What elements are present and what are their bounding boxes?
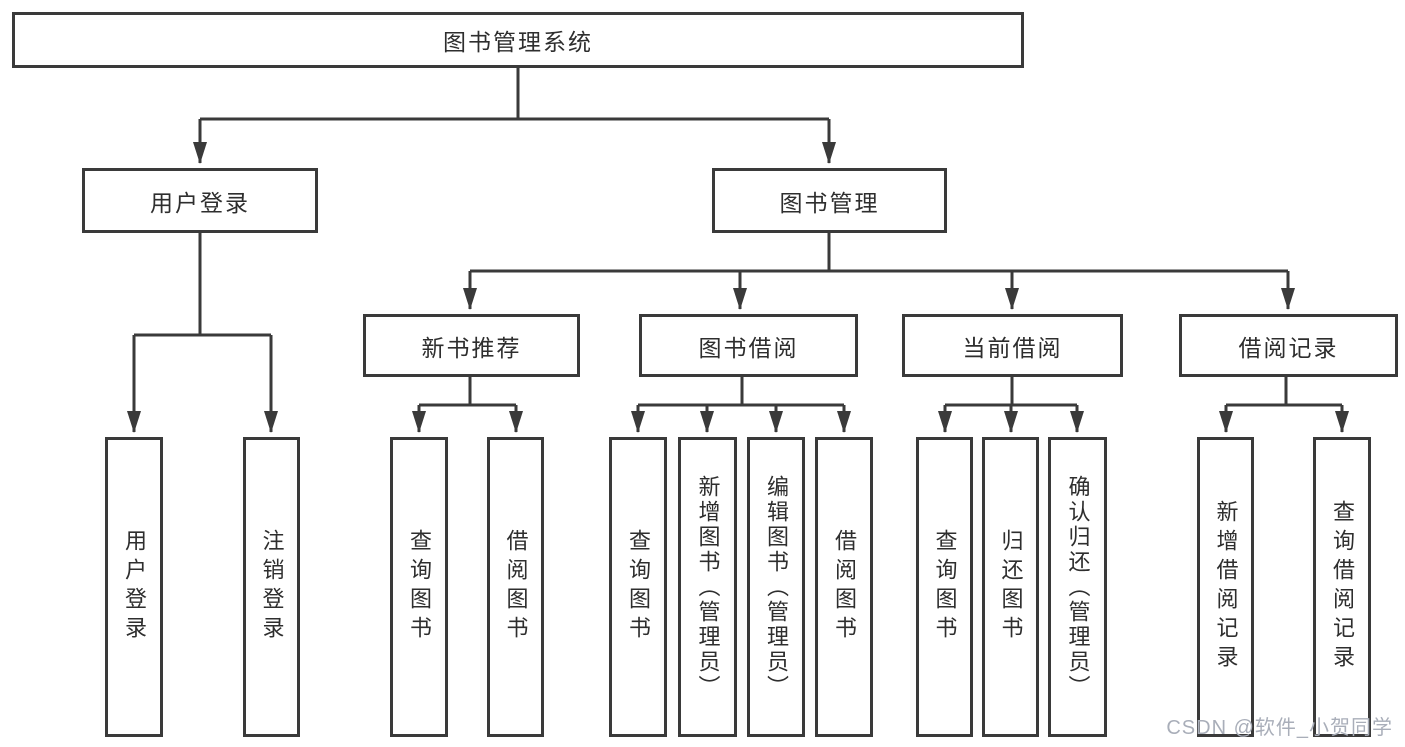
node-borrow-records-label: 借阅记录: [1238, 334, 1339, 361]
node-book-management-label: 图书管理: [779, 189, 880, 216]
leaf-user-login: 用户登录: [105, 437, 163, 737]
leaf-borrow-books-recommend-label: 借阅图书: [503, 529, 529, 645]
watermark: CSDN @软件_小贺同学: [1166, 717, 1393, 739]
leaf-borrow-books-label: 借阅图书: [832, 529, 857, 645]
node-book-borrow: 图书借阅: [639, 314, 858, 377]
node-user-login: 用户登录: [82, 168, 318, 233]
leaf-confirm-return-admin-label: 确认归还（管理员）: [1065, 474, 1091, 700]
leaf-query-books-current-label: 查询图书: [932, 529, 958, 645]
leaf-logout: 注销登录: [243, 437, 300, 737]
leaf-add-book-admin: 新增图书（管理员）: [678, 437, 737, 737]
node-current-borrow-label: 当前借阅: [962, 334, 1063, 361]
node-new-book-recommend-label: 新书推荐: [421, 334, 522, 361]
leaf-query-books-borrow: 查询图书: [609, 437, 667, 737]
node-user-login-label: 用户登录: [150, 189, 250, 216]
node-current-borrow: 当前借阅: [902, 314, 1123, 377]
leaf-add-borrow-record-label: 新增借阅记录: [1213, 500, 1239, 674]
node-borrow-records: 借阅记录: [1179, 314, 1398, 377]
leaf-query-books-current: 查询图书: [916, 437, 973, 737]
leaf-edit-book-admin-label: 编辑图书（管理员）: [764, 474, 789, 700]
leaf-edit-book-admin: 编辑图书（管理员）: [747, 437, 805, 737]
leaf-add-borrow-record: 新增借阅记录: [1197, 437, 1254, 737]
leaf-return-books-label: 归还图书: [998, 529, 1024, 645]
node-root-label: 图书管理系统: [443, 29, 593, 55]
leaf-query-borrow-record: 查询借阅记录: [1313, 437, 1371, 737]
leaf-query-books-recommend-label: 查询图书: [407, 529, 432, 645]
leaf-query-borrow-record-label: 查询借阅记录: [1330, 500, 1355, 674]
leaf-confirm-return-admin: 确认归还（管理员）: [1048, 437, 1107, 737]
leaf-user-login-label: 用户登录: [122, 529, 147, 645]
leaf-query-books-recommend: 查询图书: [390, 437, 448, 737]
leaf-query-books-borrow-label: 查询图书: [626, 529, 651, 645]
leaf-add-book-admin-label: 新增图书（管理员）: [695, 474, 721, 700]
leaf-logout-label: 注销登录: [259, 529, 285, 645]
node-new-book-recommend: 新书推荐: [363, 314, 580, 377]
leaf-borrow-books-recommend: 借阅图书: [487, 437, 544, 737]
node-book-borrow-label: 图书借阅: [698, 334, 799, 361]
leaf-borrow-books: 借阅图书: [815, 437, 873, 737]
node-root: 图书管理系统: [12, 12, 1024, 68]
node-book-management: 图书管理: [712, 168, 947, 233]
leaf-return-books: 归还图书: [982, 437, 1039, 737]
